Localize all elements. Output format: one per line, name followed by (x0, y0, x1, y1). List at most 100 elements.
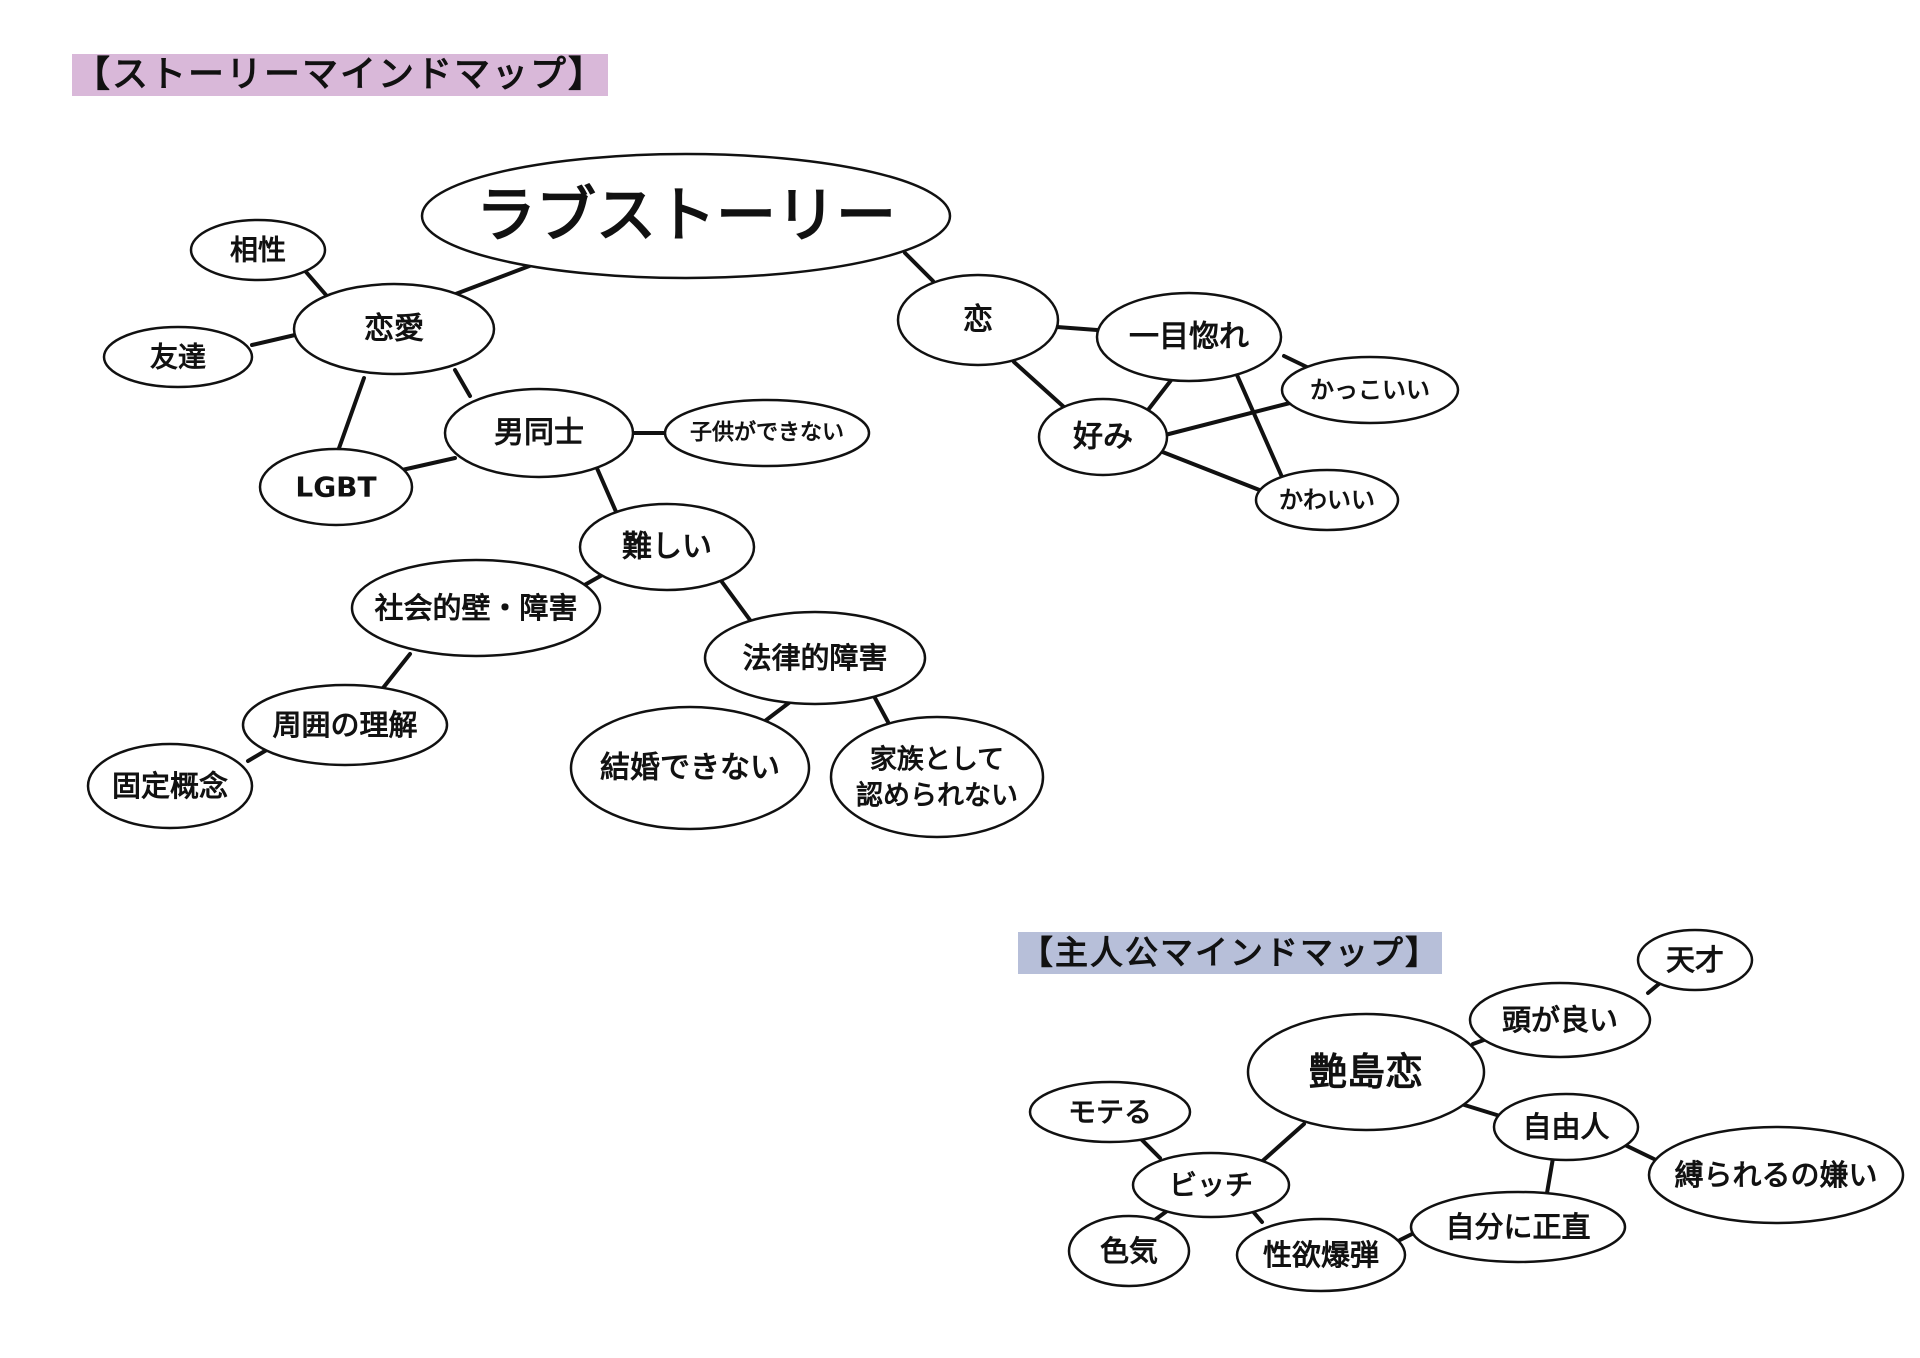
node-protagonist: 艶島恋 (1246, 1012, 1486, 1132)
connector-line (453, 368, 472, 398)
node-jiyuujin: 自由人 (1492, 1092, 1640, 1162)
node-shuui: 周囲の理解 (241, 683, 449, 767)
node-label: 固定概念 (112, 769, 228, 803)
node-tensai: 天才 (1636, 928, 1754, 992)
node-bitch: ビッチ (1131, 1151, 1291, 1219)
connector-line (1545, 1156, 1555, 1195)
connector-line (1012, 360, 1067, 410)
node-kekkon: 結婚できない (569, 705, 811, 831)
node-shibarare: 縛られるの嫌い (1647, 1125, 1905, 1225)
node-konomi: 好み (1037, 397, 1169, 477)
node-label: 頭が良い (1502, 1003, 1618, 1037)
connector-line (1163, 401, 1292, 437)
node-ellipse (292, 282, 496, 376)
node-label: 縛られるの嫌い (1674, 1158, 1877, 1192)
node-ellipse (102, 325, 254, 389)
node-label: 好み (1072, 420, 1133, 455)
node-label: 社会的壁・障害 (374, 591, 577, 625)
node-seiyoku: 性欲爆弾 (1235, 1217, 1407, 1293)
node-label: 天才 (1666, 943, 1724, 977)
node-label: 家族として (870, 744, 1004, 776)
node-ellipse (350, 558, 602, 658)
node-ellipse (1246, 1012, 1486, 1132)
node-ellipse (1254, 468, 1400, 532)
node-label: 子供ができない (690, 420, 844, 446)
node-ellipse (703, 610, 927, 706)
node-label: 認められない (856, 780, 1018, 812)
connector-line (594, 464, 619, 516)
node-ellipse (1235, 1217, 1407, 1293)
node-ellipse (1492, 1092, 1640, 1162)
node-ellipse (1280, 355, 1460, 425)
node-label: モテる (1068, 1096, 1152, 1129)
node-ellipse (1636, 928, 1754, 992)
node-label: 自由人 (1522, 1110, 1609, 1144)
node-label: 一目惚れ (1129, 320, 1249, 355)
node-love-story: ラブストーリー (420, 152, 952, 280)
node-kakkoii: かっこいい (1280, 355, 1460, 425)
node-aisho: 相性 (189, 218, 327, 282)
node-ellipse (1037, 397, 1169, 477)
node-ellipse (1067, 1214, 1191, 1288)
node-label: 男同士 (494, 416, 584, 451)
node-ellipse (1468, 981, 1652, 1059)
node-ellipse (829, 715, 1045, 839)
connector-line (720, 580, 752, 622)
node-ellipse (569, 705, 811, 831)
node-label: ビッチ (1169, 1169, 1253, 1202)
connector-line (1158, 449, 1264, 493)
connector-line (400, 456, 457, 472)
node-koi: 恋 (896, 273, 1060, 367)
connector-line (1235, 373, 1284, 479)
node-ellipse (1095, 291, 1283, 383)
node-ellipse (420, 152, 952, 280)
node-label: 恋 (963, 303, 993, 338)
node-ellipse (663, 398, 871, 468)
node-otoko-doushi: 男同士 (443, 387, 635, 479)
connector-line (873, 696, 890, 724)
node-iroke: 色気 (1067, 1214, 1191, 1288)
connector-line (1055, 325, 1099, 332)
node-ellipse (1131, 1151, 1291, 1219)
node-label: LGBT (295, 471, 376, 504)
node-jibun-shoujiki: 自分に正直 (1409, 1190, 1627, 1264)
connector-line (903, 251, 935, 283)
connector-line (1456, 1101, 1502, 1118)
node-ellipse (1409, 1190, 1627, 1264)
node-shakai-kabe: 社会的壁・障害 (350, 558, 602, 658)
node-houritsu: 法律的障害 (703, 610, 927, 706)
connector-line (381, 652, 412, 690)
node-muzukashii: 難しい (578, 502, 756, 592)
connector-line (250, 333, 297, 347)
node-kotei: 固定概念 (86, 742, 254, 830)
connector-line (336, 376, 366, 453)
node-label: かわいい (1279, 486, 1375, 514)
node-hitomebore: 一目惚れ (1095, 291, 1283, 383)
node-ellipse (443, 387, 635, 479)
connector-line (763, 700, 792, 723)
node-ellipse (241, 683, 449, 767)
node-ellipse (1028, 1080, 1192, 1144)
node-moteru: モテる (1028, 1080, 1192, 1144)
node-renai: 恋愛 (292, 282, 496, 376)
node-label: かっこいい (1310, 376, 1430, 404)
node-ellipse (578, 502, 756, 592)
node-label: 性欲爆弾 (1263, 1238, 1379, 1272)
node-ellipse (86, 742, 254, 830)
node-label: 友達 (150, 341, 206, 374)
node-kawaii: かわいい (1254, 468, 1400, 532)
node-label: 難しい (622, 530, 712, 565)
node-ellipse (1647, 1125, 1905, 1225)
node-ellipse (258, 447, 414, 527)
story-mindmap-heading: 【ストーリーマインドマップ】 (72, 54, 609, 96)
node-kodomo: 子供ができない (663, 398, 871, 468)
node-label: 相性 (230, 234, 286, 267)
node-label: 結婚できない (600, 751, 780, 786)
node-label: 自分に正直 (1445, 1210, 1590, 1244)
node-label: ラブストーリー (476, 181, 896, 251)
node-label: 周囲の理解 (272, 708, 417, 742)
node-ellipse (189, 218, 327, 282)
node-lgbt: LGBT (258, 447, 414, 527)
